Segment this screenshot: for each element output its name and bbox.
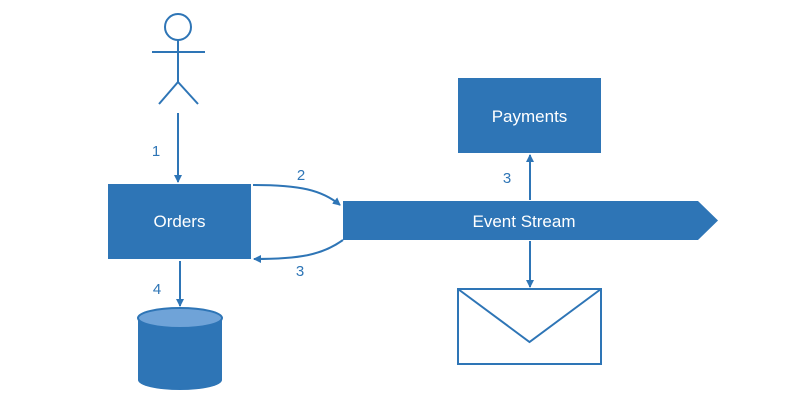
orders-label: Orders — [154, 212, 206, 231]
user-icon — [152, 13, 205, 105]
edge-orders-to-stream — [252, 184, 341, 206]
event-stream-arrow: Event Stream — [343, 201, 718, 240]
payments-label: Payments — [492, 107, 568, 126]
edge-label-3b: 3 — [503, 170, 511, 187]
orders-box: Orders — [108, 184, 251, 259]
envelope-icon — [457, 288, 602, 365]
edge-label-1: 1 — [152, 143, 160, 160]
edge-stream-to-orders — [253, 239, 344, 263]
edge-label-2: 2 — [297, 167, 305, 184]
event-stream-label: Event Stream — [473, 212, 576, 231]
edge-label-3a: 3 — [296, 263, 304, 280]
database-icon — [137, 307, 223, 390]
edge-label-4: 4 — [153, 281, 161, 298]
payments-box: Payments — [458, 78, 601, 153]
